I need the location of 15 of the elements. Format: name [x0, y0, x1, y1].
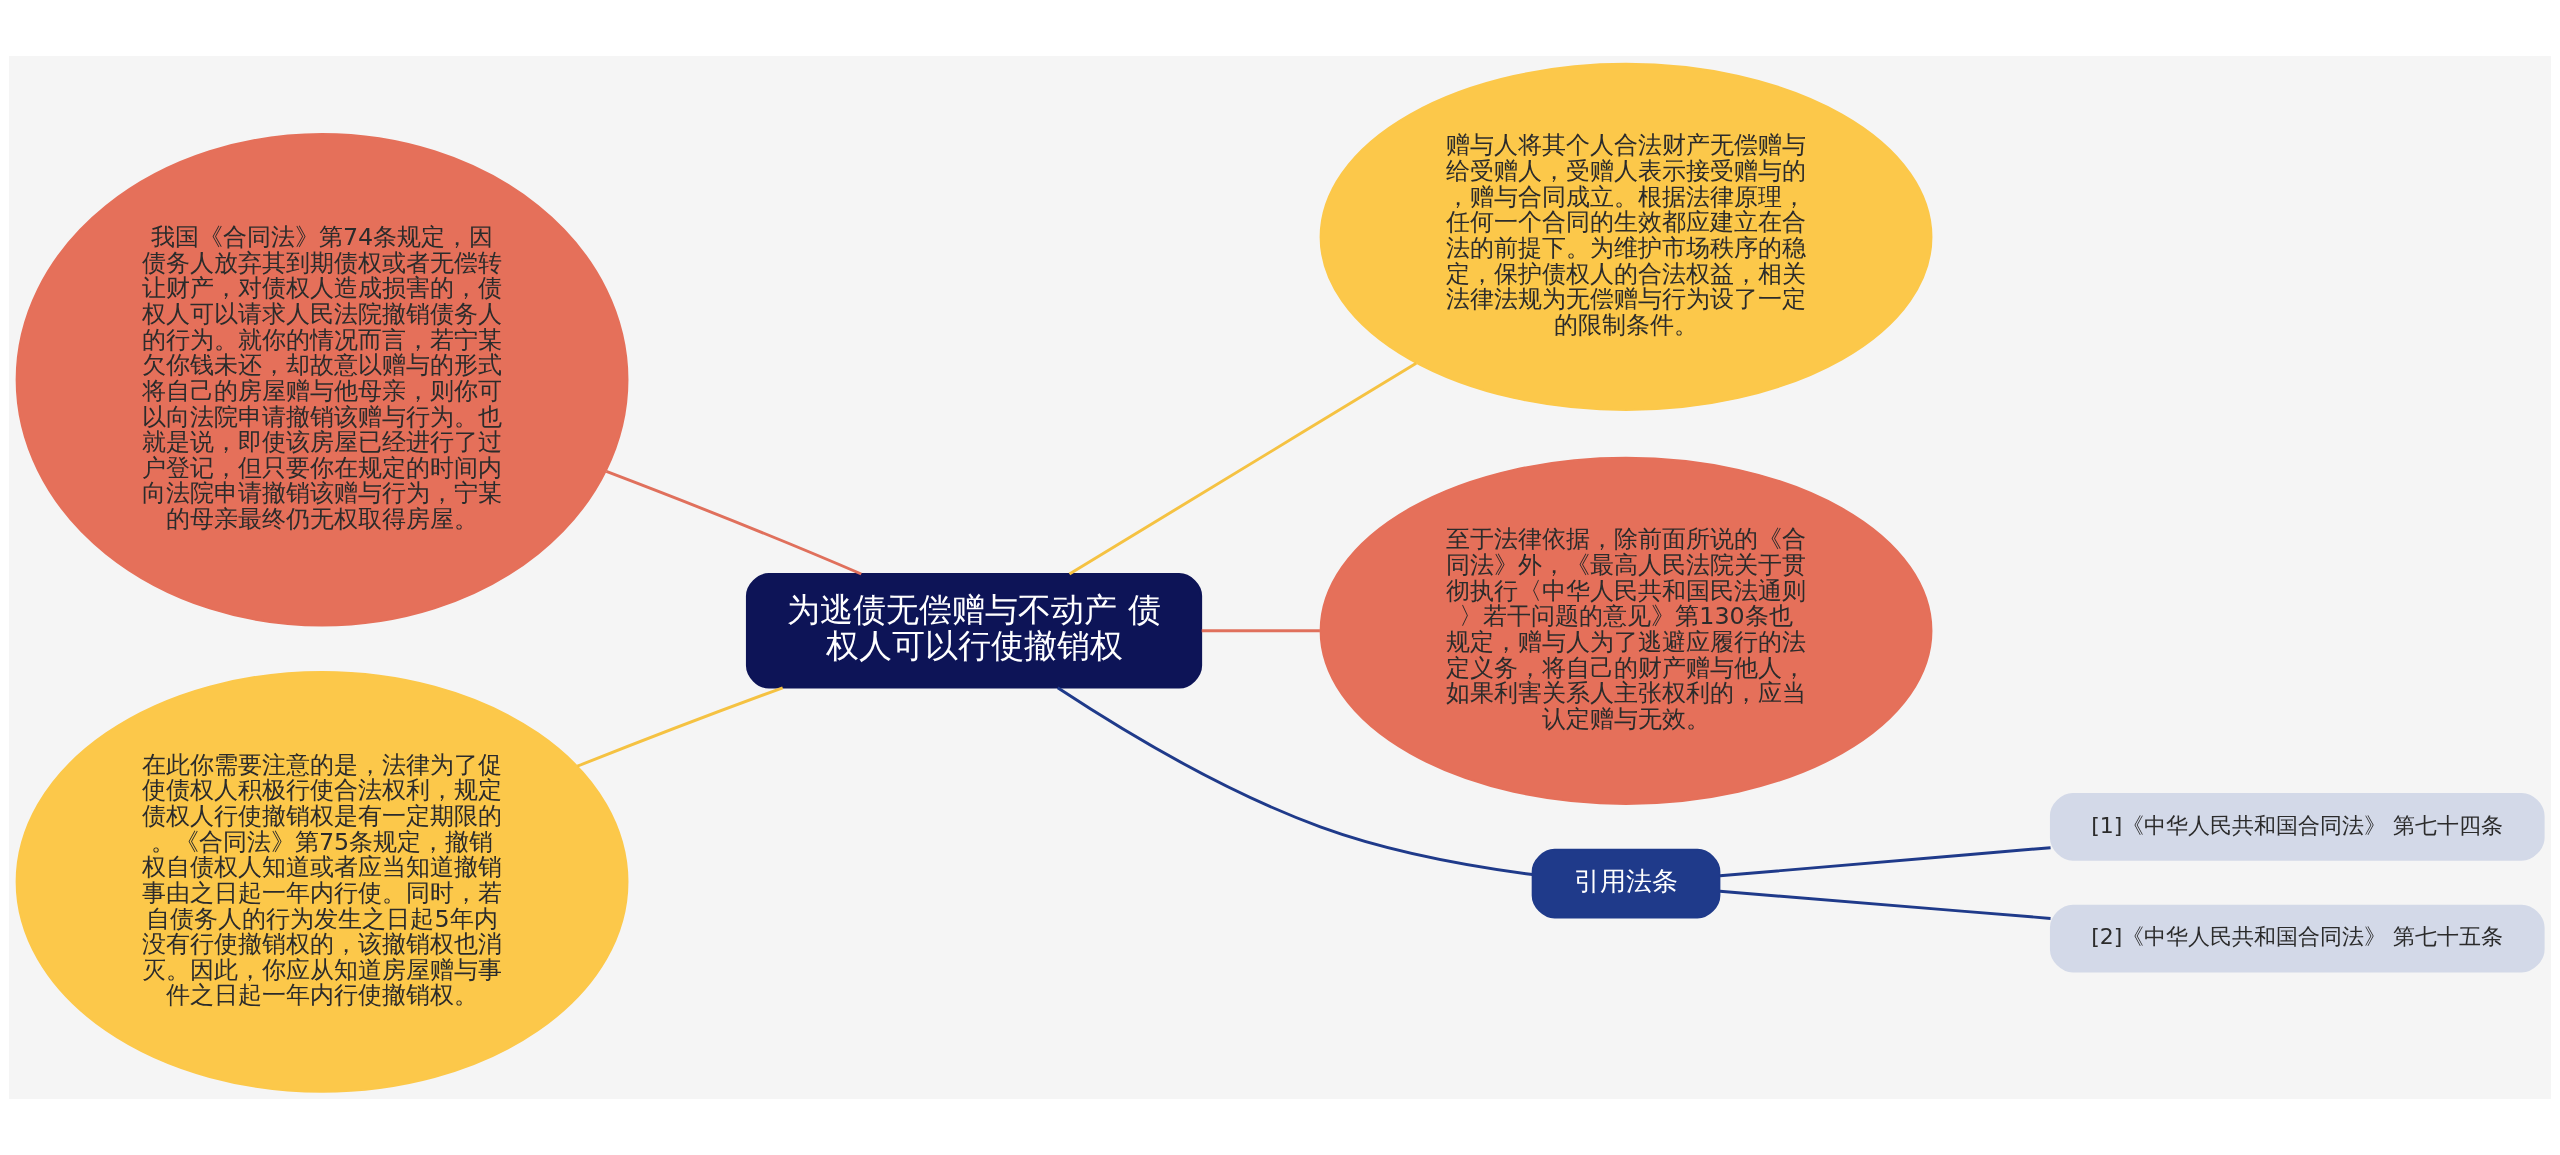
- connector: [1068, 362, 1417, 576]
- connector: [1056, 686, 1533, 876]
- node-ellipse: 赠与人将其个人合法财产无偿赠与给受赠人，受赠人表示接受赠与的，赠与合同成立。根据法律原理，任何一个合同的生效都应建立在合法的前提下。为维护市场秩序的稳定，保护债权人的合法权益，相关法律法规为无偿赠与行为设了一定的限制条件。: [1319, 62, 1933, 411]
- connector: [1201, 629, 1320, 633]
- connector: [605, 470, 862, 576]
- node-ellipse: 在此你需要注意的是，法律为了促使债权人积极行使合法权利，规定债权人行使撤销权是有一定期限的。《合同法》第75条规定，撤销权自债权人知道或者应当知道撤销事由之日起一年内行使。同时，若自债务人的行为发生之日起5年内没有行使撤销权的，该撤销权也消灭。因此，你应从知道房屋赠与事件之日起一年内行使撤销权。: [15, 670, 629, 1093]
- node-box: [1]《中华人民共和国合同法》 第七十四条: [2049, 792, 2545, 861]
- node-ellipse: 至于法律依据，除前面所说的《合同法》外，《最高人民法院关于贯彻执行〈中华人民共和国民法通则〉若干问题的意见》第130条也规定，赠与人为了逃避应履行的法定义务，将自己的财产赠与他人，如果利害关系人主张权利的，应当认定赠与无效。: [1319, 456, 1933, 805]
- connector: [576, 686, 784, 768]
- connector: [1719, 889, 2051, 920]
- node-box: [2]《中华人民共和国合同法》 第七十五条: [2049, 904, 2545, 973]
- node-box: 引用法条: [1531, 848, 1721, 919]
- connector: [1719, 846, 2051, 878]
- node-ellipse: 我国《合同法》第74条规定，因债务人放弃其到期债权或者无偿转让财产，对债权人造成损害的，债权人可以请求人民法院撤销债务人的行为。就你的情况而言，若宁某欠你钱未还，却故意以赠与的形式将自己的房屋赠与他母亲，则你可以向法院申请撤销该赠与行为。也就是说，即使该房屋已经进行了过户登记，但只要你在规定的时间内向法院申请撤销该赠与行为，宁某的母亲最终仍无权取得房屋。: [15, 133, 629, 627]
- node-box: 为逃债无偿赠与不动产 债权人可以行使撤销权: [745, 573, 1203, 689]
